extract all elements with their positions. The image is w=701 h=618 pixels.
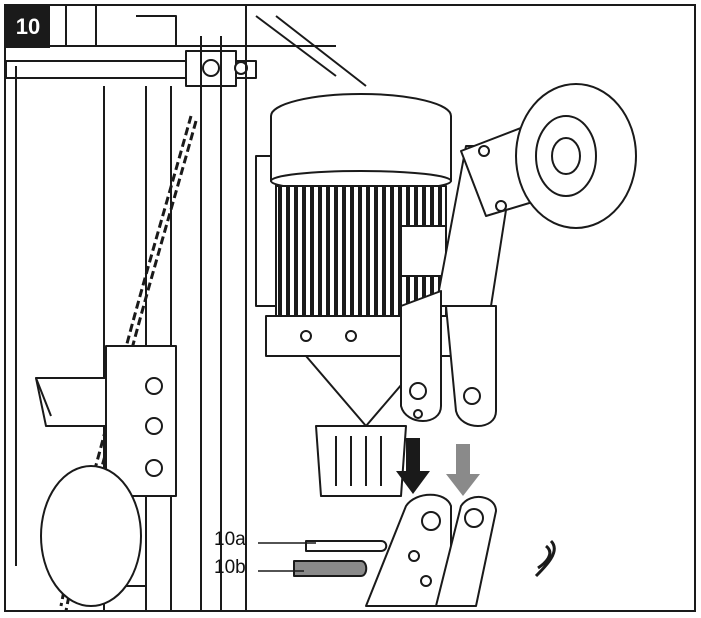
down-arrow-grey [446,444,480,496]
pin-10b [293,560,368,577]
pin-10a [305,540,388,552]
callout-10b: 10b [214,557,246,578]
clevis-fork [400,290,497,427]
callout-10a: 10a [214,529,246,550]
machine-illustration [6,6,637,610]
swing-arm [435,83,637,307]
retaining-clip [534,539,556,578]
figure-frame: 10 10a 10b [4,4,696,612]
down-arrow-dark [396,438,430,494]
motor [255,93,457,497]
top-frame [6,6,367,87]
lower-bracket [365,493,497,607]
left-tray [35,345,177,607]
step-number-badge: 10 [6,6,50,48]
left-column [15,6,247,610]
